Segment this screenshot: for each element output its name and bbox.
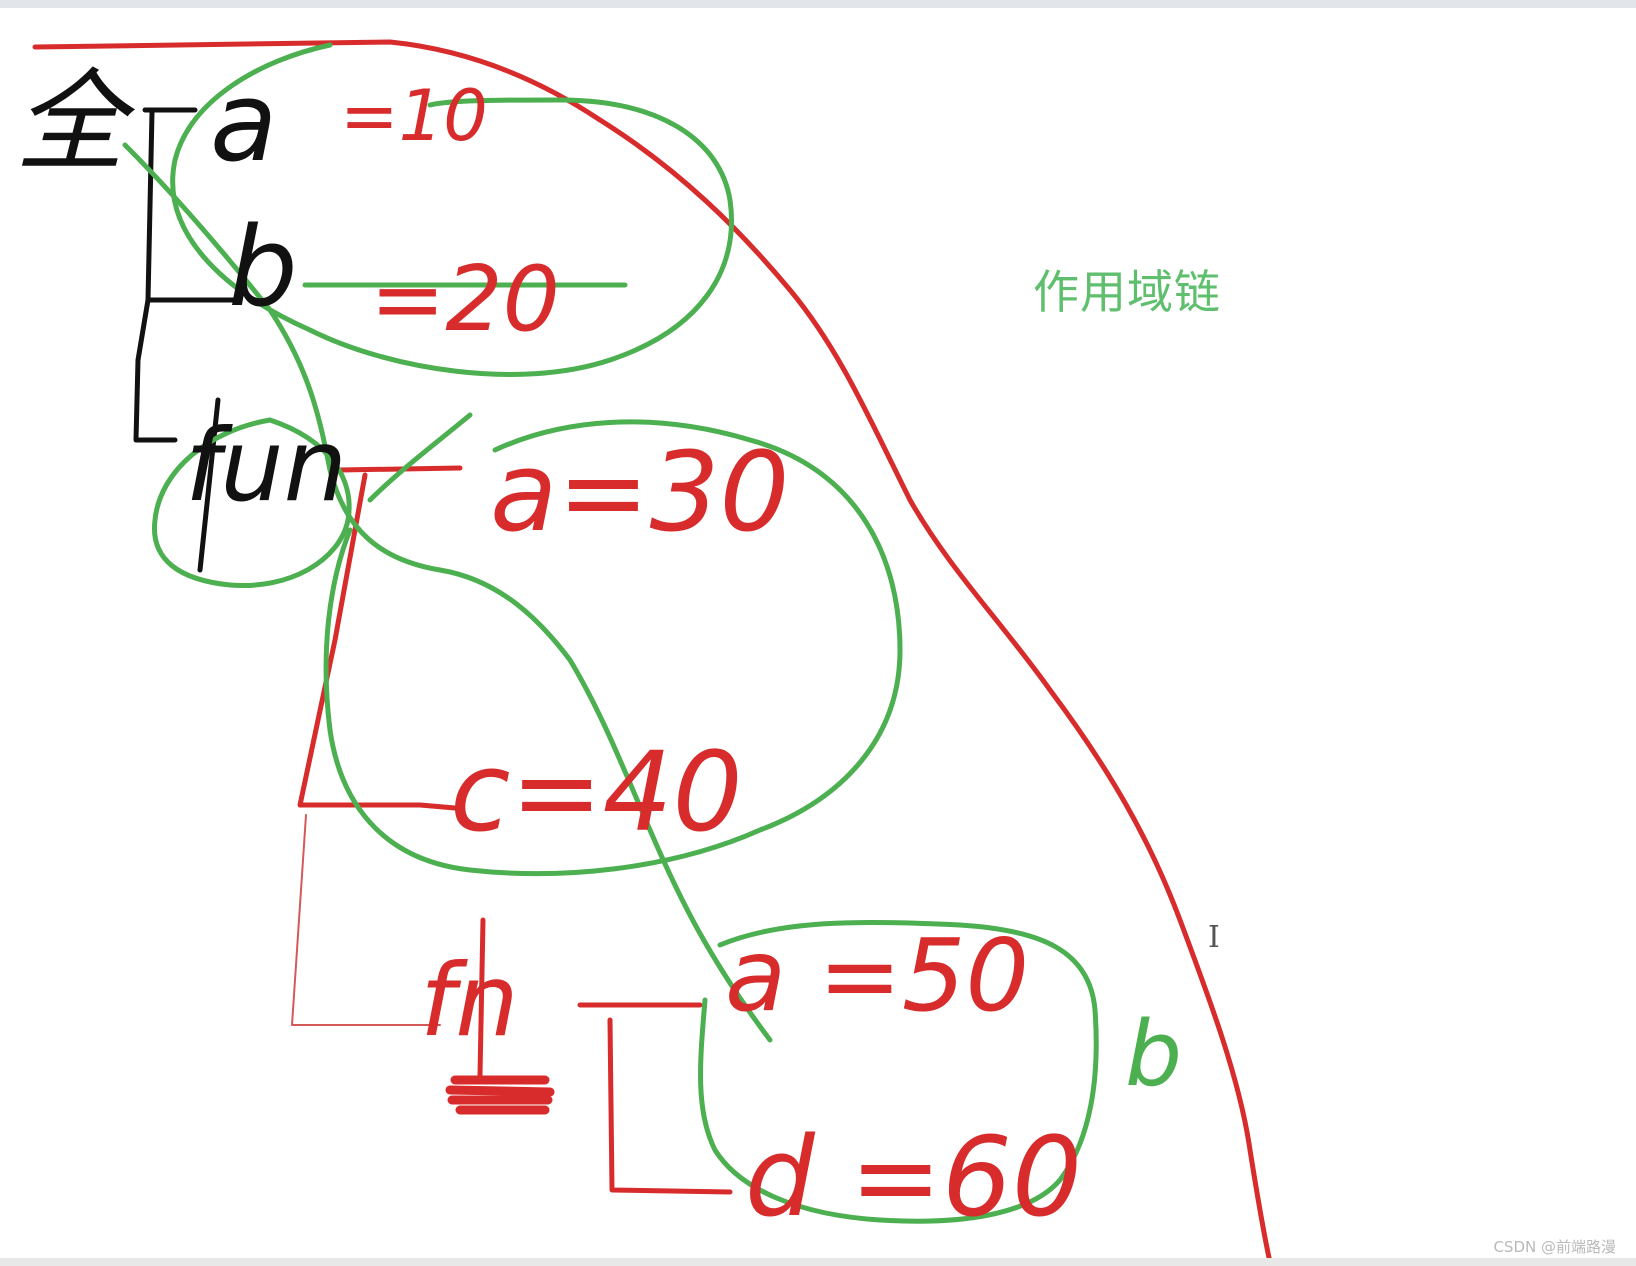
fn-scope-ellipse	[698, 919, 1099, 1224]
side-b-label: b	[1125, 1002, 1182, 1107]
value-b-global-label: =20	[370, 247, 560, 352]
fn-vertical-stroke	[477, 917, 486, 1078]
fun-vertical-stroke	[197, 397, 221, 573]
fn-tree-lines	[577, 1002, 733, 1195]
fn-assign-d-label: d =60	[745, 1113, 1082, 1241]
global-scope-ellipse	[170, 42, 734, 377]
var-b-global-label: b	[228, 203, 298, 331]
text-cursor-icon: I	[1208, 920, 1220, 955]
global-scope-boundary	[32, 39, 1273, 1265]
chain-link-top	[367, 412, 473, 503]
var-a-global-label: a	[210, 58, 277, 186]
value-a-global-label: =10	[340, 75, 488, 157]
fn-branch-line	[291, 814, 441, 1026]
fun-function-label: fun	[185, 407, 347, 524]
global-label: 全	[15, 58, 136, 186]
fun-scope-ellipse	[323, 419, 903, 877]
fun-name-ellipse	[151, 417, 352, 589]
fn-function-label: fn	[420, 942, 519, 1059]
fun-assign-a-label: a=30	[490, 428, 790, 556]
fun-assign-c-label: c=40	[450, 728, 743, 856]
fn-assign-a-label: a =50	[725, 917, 1029, 1034]
scope-chain-path	[122, 142, 773, 1043]
fun-tree-lines	[297, 465, 463, 811]
scope-chain-title: 作用域链	[1033, 265, 1221, 319]
scribble-mark	[445, 1075, 555, 1115]
csdn-watermark: CSDN @前端路漫	[1493, 1238, 1616, 1256]
top-toolbar-strip	[0, 0, 1636, 8]
bottom-edge-strip	[0, 1258, 1636, 1266]
